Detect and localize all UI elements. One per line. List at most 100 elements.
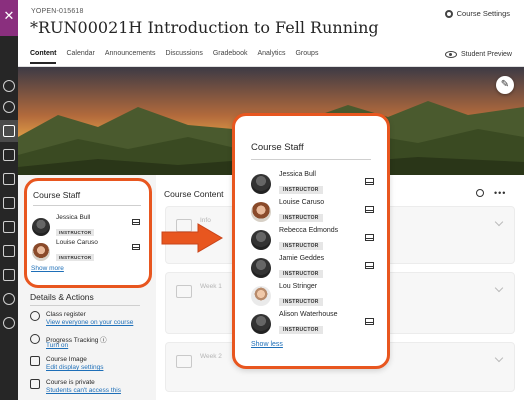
arrow-right-icon: [161, 223, 223, 253]
role-badge: INSTRUCTOR: [279, 326, 323, 334]
student-preview-button[interactable]: Student Preview: [445, 51, 512, 58]
mail-icon[interactable]: [365, 178, 374, 185]
detail-link[interactable]: Students can't access this: [46, 387, 121, 394]
mail-icon[interactable]: [365, 234, 374, 241]
course-content-title: Course Content: [164, 189, 224, 199]
image-icon: [30, 356, 40, 366]
tab-calendar[interactable]: Calendar: [66, 50, 95, 57]
course-id: YOPEN-015618: [31, 8, 84, 15]
content-item-title: Week 1: [200, 283, 222, 290]
role-badge: INSTRUCTOR: [279, 242, 323, 250]
staff-member[interactable]: Jessica Bull INSTRUCTOR: [251, 171, 379, 196]
course-staff-panel: Course Staff Jessica Bull INSTRUCTOR Lou…: [24, 178, 152, 288]
avatar: [251, 229, 271, 250]
tab-analytics[interactable]: Analytics: [257, 50, 286, 57]
detail-title: Progress Tracking ⓘ: [46, 337, 107, 344]
detail-link[interactable]: View everyone on your course: [46, 319, 134, 326]
content-item-title: Info: [200, 217, 211, 224]
tab-discussions[interactable]: Discussions: [165, 50, 203, 57]
detail-title: Course Image: [46, 356, 87, 363]
chevron-down-icon[interactable]: [494, 353, 504, 363]
staff-name: Lou Stringer: [279, 283, 318, 290]
avatar: [251, 313, 271, 334]
eye-icon: [445, 51, 458, 58]
profile-icon[interactable]: [3, 80, 15, 92]
detail-title: Class register: [46, 311, 86, 318]
more-options-icon[interactable]: •••: [494, 188, 507, 198]
role-badge: INSTRUCTOR: [279, 186, 323, 194]
tools-icon[interactable]: [3, 245, 15, 257]
staff-name: Jessica Bull: [279, 171, 316, 178]
lock-icon: [30, 379, 40, 389]
mail-icon[interactable]: [132, 244, 140, 250]
role-badge: INSTRUCTOR: [279, 214, 323, 222]
search-icon[interactable]: [476, 189, 484, 197]
role-badge: INSTRUCTOR: [279, 270, 323, 278]
avatar: [251, 257, 271, 278]
help-icon[interactable]: [3, 269, 15, 281]
avatar: [251, 201, 271, 222]
globe-icon[interactable]: [3, 101, 15, 113]
student-preview-label: Student Preview: [461, 51, 512, 58]
messages-icon[interactable]: [3, 197, 15, 209]
header-divider: [18, 66, 524, 67]
details-actions-title: Details & Actions: [30, 292, 94, 302]
mail-icon[interactable]: [365, 206, 374, 213]
course-settings-button[interactable]: Course Settings: [444, 9, 510, 18]
tab-content[interactable]: Content: [30, 50, 57, 64]
staff-member[interactable]: Jamie Geddes INSTRUCTOR: [251, 255, 379, 280]
course-settings-label: Course Settings: [456, 9, 510, 18]
section-divider: [33, 205, 141, 206]
pencil-icon: ✎: [500, 79, 510, 90]
courses-icon[interactable]: [3, 125, 15, 137]
people-icon: [30, 311, 40, 321]
staff-name: Louise Caruso: [56, 239, 98, 246]
mail-icon[interactable]: [365, 262, 374, 269]
section-divider: [251, 159, 371, 160]
staff-member[interactable]: Jessica Bull INSTRUCTOR: [32, 214, 142, 239]
close-icon[interactable]: ✕: [0, 0, 18, 36]
folder-icon: [176, 285, 192, 298]
course-staff-title: Course Staff: [251, 142, 304, 153]
staff-name: Louise Caruso: [279, 199, 325, 206]
content-item-title: Week 2: [200, 353, 222, 360]
user-icon[interactable]: [3, 293, 15, 305]
show-more-link[interactable]: Show more: [31, 265, 64, 272]
folder-icon: [176, 355, 192, 368]
staff-name: Jessica Bull: [56, 214, 91, 221]
staff-member[interactable]: Louise Caruso INSTRUCTOR: [251, 199, 379, 224]
show-less-link[interactable]: Show less: [251, 341, 283, 348]
chevron-down-icon[interactable]: [494, 283, 504, 293]
staff-member[interactable]: Rebecca Edmonds INSTRUCTOR: [251, 227, 379, 252]
role-badge: INSTRUCTOR: [56, 254, 95, 261]
gear-icon: [444, 9, 453, 18]
sign-out-icon[interactable]: [3, 317, 15, 329]
detail-link[interactable]: Turn on: [46, 342, 69, 349]
staff-member[interactable]: Lou Stringer INSTRUCTOR: [251, 283, 379, 308]
staff-member[interactable]: Alison Waterhouse INSTRUCTOR: [251, 311, 379, 336]
detail-title: Course is private: [46, 379, 95, 386]
chevron-down-icon[interactable]: [494, 217, 504, 227]
detail-link[interactable]: Edit display settings: [46, 364, 104, 371]
mail-icon[interactable]: [365, 318, 374, 325]
calendar-icon[interactable]: [3, 173, 15, 185]
avatar: [251, 173, 271, 194]
app-nav-rail: ✕: [0, 0, 18, 400]
role-badge: INSTRUCTOR: [279, 298, 323, 306]
section-divider: [30, 305, 140, 306]
tab-announcements[interactable]: Announcements: [104, 50, 156, 57]
role-badge: INSTRUCTOR: [56, 229, 95, 236]
staff-member[interactable]: Louise Caruso INSTRUCTOR: [32, 239, 142, 264]
grades-icon[interactable]: [3, 221, 15, 233]
organizations-icon[interactable]: [3, 149, 15, 161]
page-title: *RUN00021H Introduction to Fell Running: [30, 18, 379, 37]
tab-groups[interactable]: Groups: [295, 50, 319, 57]
course-staff-expanded-panel: Course Staff Jessica Bull INSTRUCTOR Lou…: [232, 113, 390, 369]
staff-name: Alison Waterhouse: [279, 311, 338, 318]
course-staff-title: Course Staff: [33, 190, 81, 200]
mail-icon[interactable]: [132, 219, 140, 225]
avatar: [32, 242, 50, 261]
edit-banner-button[interactable]: ✎: [496, 76, 514, 94]
course-tabs: Content Calendar Announcements Discussio…: [30, 50, 318, 64]
tab-gradebook[interactable]: Gradebook: [212, 50, 248, 57]
